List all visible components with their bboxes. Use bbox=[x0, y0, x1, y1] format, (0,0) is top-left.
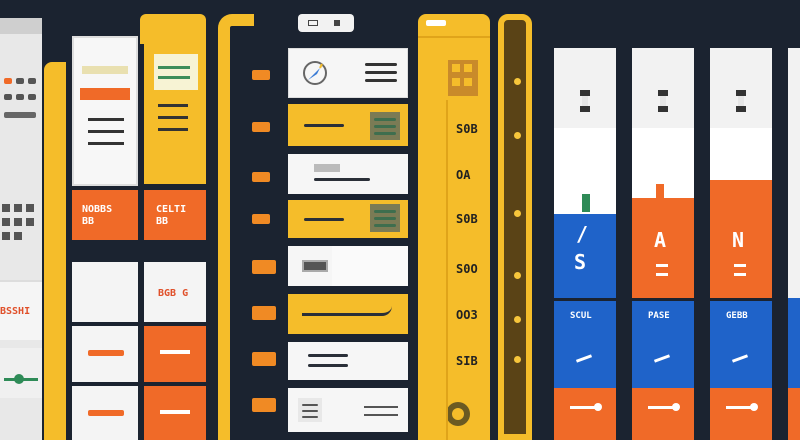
yellow-rail bbox=[44, 62, 66, 440]
card-band-label: GEBB bbox=[726, 311, 748, 321]
white-card-b[interactable] bbox=[72, 326, 138, 382]
white-block[interactable]: BGB G bbox=[144, 262, 206, 322]
row-label: S0B bbox=[456, 212, 478, 226]
banner[interactable]: BSSHI bbox=[0, 280, 42, 340]
card[interactable]: / S SCUL bbox=[554, 48, 616, 440]
list-item[interactable] bbox=[288, 294, 408, 334]
timeline-tab[interactable] bbox=[252, 214, 270, 224]
timeline-tab[interactable] bbox=[252, 352, 276, 366]
card-big-label: / bbox=[576, 222, 589, 246]
white-block-label: BGB G bbox=[158, 288, 189, 299]
list-item[interactable] bbox=[288, 200, 408, 238]
progress-rail bbox=[498, 14, 532, 440]
card-band-label: SCUL bbox=[570, 311, 592, 321]
banner-label: BSSHI bbox=[0, 306, 31, 317]
key-grid bbox=[2, 204, 40, 248]
card[interactable]: N GEBB bbox=[710, 48, 772, 440]
timeline-tab[interactable] bbox=[252, 122, 270, 132]
timeline-tab[interactable] bbox=[252, 398, 276, 412]
white-card-c[interactable] bbox=[72, 386, 138, 440]
list-item[interactable] bbox=[288, 342, 408, 380]
orange-block-2-label: CELTI BB bbox=[156, 204, 187, 227]
form-card[interactable] bbox=[144, 44, 206, 184]
plug-icon bbox=[736, 90, 746, 114]
row-label-column bbox=[418, 14, 490, 440]
left-panel-header bbox=[0, 18, 42, 34]
grid-icon bbox=[656, 264, 668, 276]
row-label: OO3 bbox=[456, 308, 478, 322]
orange-block-label: NOBBS BB bbox=[82, 204, 113, 227]
grid-icon bbox=[734, 264, 746, 276]
menu-icon[interactable] bbox=[365, 63, 397, 83]
timeline-tab[interactable] bbox=[252, 70, 270, 80]
list-item[interactable] bbox=[288, 154, 408, 194]
list-item[interactable] bbox=[288, 246, 408, 286]
row-cell-divider bbox=[446, 100, 448, 440]
list-item[interactable] bbox=[288, 48, 408, 98]
toolbar-grid bbox=[4, 78, 38, 138]
orange-card-a[interactable] bbox=[144, 326, 206, 382]
row-label: OA bbox=[456, 168, 471, 182]
card-band-label: PASE bbox=[648, 311, 670, 321]
doc-card[interactable] bbox=[72, 36, 138, 186]
slider-row[interactable] bbox=[0, 348, 42, 398]
card-sub-label: S bbox=[574, 250, 587, 274]
row-label: S0B bbox=[456, 122, 478, 136]
white-card-a[interactable] bbox=[72, 262, 138, 322]
row-label: SIB bbox=[456, 354, 478, 368]
timeline-tab[interactable] bbox=[252, 260, 276, 274]
timeline-tab[interactable] bbox=[252, 306, 276, 320]
row-label: S0O bbox=[456, 262, 478, 276]
card[interactable]: A PASE bbox=[632, 48, 694, 440]
card-big-label: A bbox=[654, 228, 667, 252]
left-panel: BSSHI bbox=[0, 18, 42, 440]
timeline-bracket bbox=[218, 14, 254, 440]
yellow-header-tab[interactable] bbox=[140, 14, 206, 44]
compass-icon bbox=[303, 61, 327, 85]
plug-icon bbox=[580, 90, 590, 114]
card-partial bbox=[788, 48, 800, 440]
list-item[interactable] bbox=[288, 104, 408, 146]
orange-card-b[interactable] bbox=[144, 386, 206, 440]
top-pill[interactable] bbox=[298, 14, 354, 32]
timeline-tab[interactable] bbox=[252, 172, 270, 182]
orange-block[interactable]: NOBBS BB bbox=[72, 190, 138, 240]
orange-block-2[interactable]: CELTI BB bbox=[144, 190, 206, 240]
list-item[interactable] bbox=[288, 388, 408, 432]
card-big-label: N bbox=[732, 228, 745, 252]
plug-icon bbox=[658, 90, 668, 114]
